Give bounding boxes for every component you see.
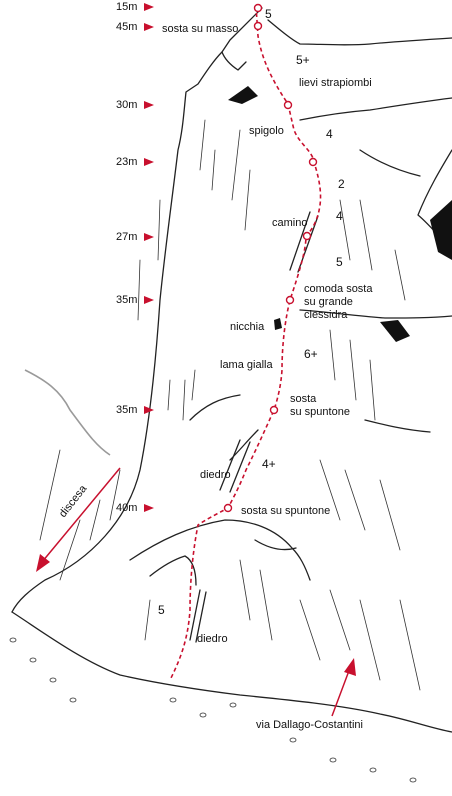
pitch-grade: 4+: [262, 457, 276, 471]
label-chimney: camino: [272, 217, 307, 229]
pitch-length: 23m: [116, 156, 137, 168]
pitch-marker-arrow: [144, 504, 154, 512]
label-overhangs: lievi strapiombi: [299, 77, 372, 89]
pitch-length: 15m: [116, 1, 137, 13]
pitch-marker-arrow: [144, 406, 154, 414]
descent-path-line: [24, 369, 111, 456]
label-cosy-belay-line3: clessidra: [304, 309, 348, 321]
pitch-marker-arrow: [144, 296, 154, 304]
pitch-grade: 6+: [304, 347, 318, 361]
label-route-name: via Dallago-Costantini: [256, 719, 363, 731]
pitch-marker-arrow: [144, 158, 154, 166]
pitch-length: 40m: [116, 502, 137, 514]
belay-circle: [253, 21, 263, 31]
pitch-grade: 5: [158, 603, 165, 617]
pitch-length: 30m: [116, 99, 137, 111]
belay-circle: [308, 157, 318, 167]
label-belay-boulder: sosta su masso: [162, 23, 238, 35]
pitch-grade: 4: [326, 127, 333, 141]
pitch-grade: 4: [336, 209, 343, 223]
label-belay-spike-line1: sosta: [290, 393, 317, 405]
route-line: [169, 5, 322, 681]
label-dihedral-upper: diedro: [200, 469, 231, 481]
label-descent: discesa: [57, 482, 90, 519]
approach-arrow: [331, 658, 356, 717]
belay-circle: [283, 100, 293, 110]
pitch-grade: 5: [265, 7, 272, 21]
pitch-length: 45m: [116, 21, 137, 33]
pitch-marker-arrow: [144, 233, 154, 241]
pitch-grade: 5+: [296, 53, 310, 67]
pitch-marker-arrow: [144, 3, 154, 11]
label-cosy-belay-line1: comoda sosta: [304, 283, 373, 295]
rock-face-drawing: [9, 7, 452, 783]
pitch-grade: 5: [336, 255, 343, 269]
pitch-length: 35m: [116, 294, 137, 306]
label-yellow-blade: lama gialla: [220, 359, 273, 371]
belay-circle: [269, 405, 279, 415]
pitch-marker-arrow: [144, 101, 154, 109]
label-niche: nicchia: [230, 321, 265, 333]
label-belay-spike-line2: su spuntone: [290, 406, 350, 418]
pitch-length: 35m: [116, 404, 137, 416]
pitch-grade: 2: [338, 177, 345, 191]
belay-circle: [302, 231, 312, 241]
label-dihedral-lower: diedro: [197, 633, 228, 645]
label-cosy-belay-line2: su grande: [304, 296, 353, 308]
pitch-marker-arrow: [144, 23, 154, 31]
descent-arrow: [36, 467, 121, 572]
label-edge: spigolo: [249, 125, 284, 137]
label-belay-spike-low: sosta su spuntone: [241, 505, 330, 517]
pitch-length: 27m: [116, 231, 137, 243]
belay-circle: [253, 3, 263, 13]
belay-circle: [223, 503, 233, 513]
belay-circle: [285, 295, 295, 305]
